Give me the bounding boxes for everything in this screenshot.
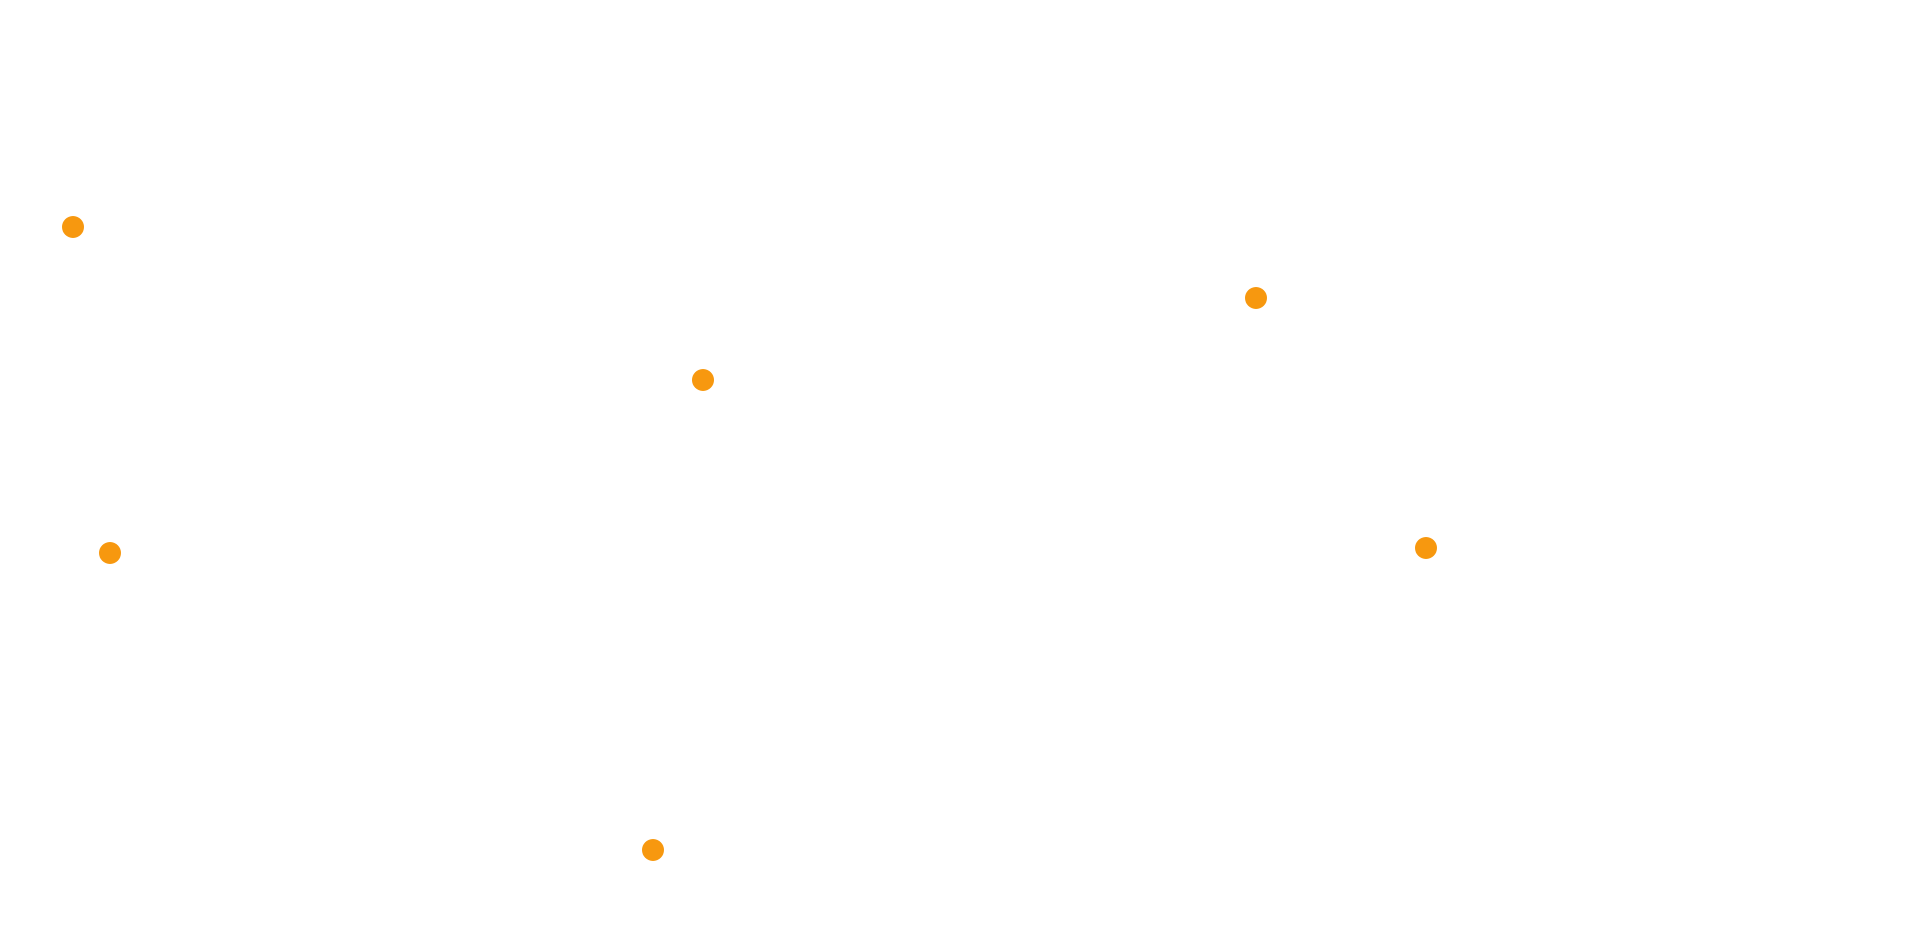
- orange-dot-2: [99, 542, 121, 564]
- orange-dot-1: [62, 216, 84, 238]
- orange-dot-4: [642, 839, 664, 861]
- orange-dot-6: [1415, 537, 1437, 559]
- orange-dot-3: [692, 369, 714, 391]
- orange-dot-5: [1245, 287, 1267, 309]
